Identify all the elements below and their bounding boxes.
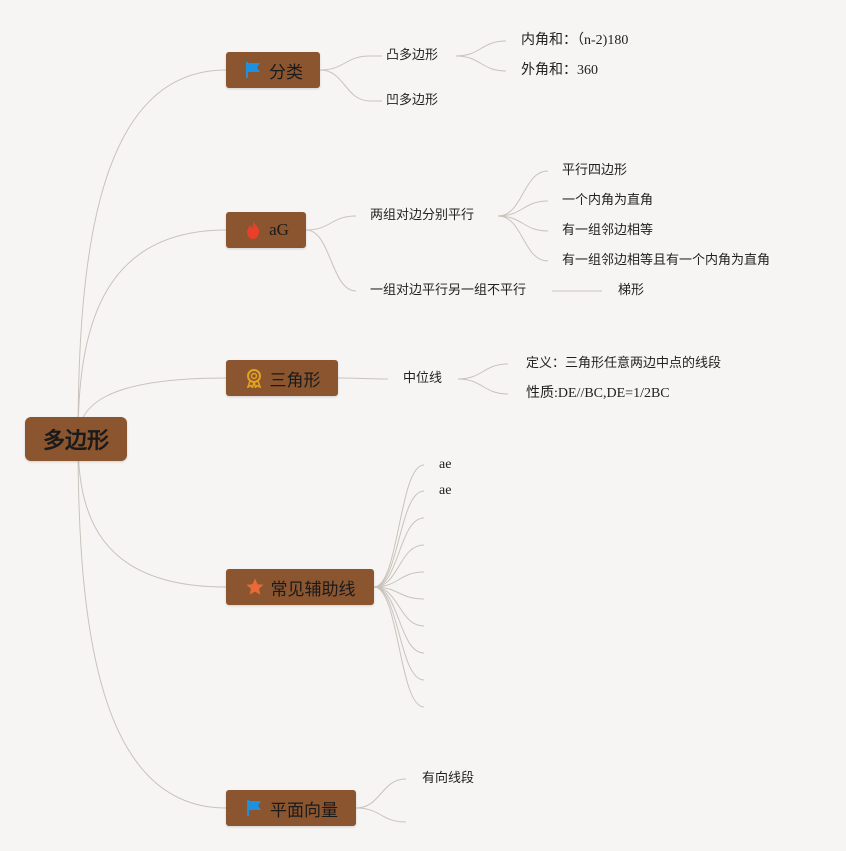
connector-curve — [497, 170, 549, 217]
connector-curve — [373, 586, 425, 627]
connector-curve — [373, 517, 425, 588]
connector-curve — [305, 215, 357, 231]
root-node[interactable]: 多边形 — [25, 417, 127, 461]
connector-curve — [355, 807, 407, 823]
branch-node-ag[interactable]: aG — [226, 212, 306, 248]
connector-curve — [497, 215, 549, 232]
connector-curve — [497, 215, 549, 262]
branch-node-plane-vector[interactable]: 平面向量 — [226, 790, 356, 826]
connector-curve — [373, 586, 425, 681]
connector-curve — [319, 69, 371, 102]
root-label: 多边形 — [42, 429, 109, 454]
node-interior-angle-sum[interactable]: 内角和：（n-2)180 — [521, 33, 629, 48]
node-aux-1[interactable]: ae — [439, 457, 452, 472]
fire-icon — [243, 220, 263, 240]
connector-curve — [373, 571, 425, 588]
connector-curve — [355, 778, 407, 809]
node-convex-polygon[interactable]: 凸多边形 — [386, 48, 439, 63]
connector-curve — [373, 544, 425, 588]
connector-curve — [457, 363, 509, 380]
connector-curve — [457, 378, 509, 395]
node-exterior-angle-sum[interactable]: 外角和：360 — [521, 63, 598, 78]
branch-label: aG — [269, 220, 289, 239]
branch-label: 三角形 — [269, 370, 321, 391]
branch-node-classification[interactable]: 分类 — [226, 52, 320, 88]
star-icon — [245, 577, 265, 597]
root-connector — [77, 439, 227, 809]
branch-node-triangle[interactable]: 三角形 — [226, 360, 338, 396]
node-trapezoid[interactable]: 梯形 — [618, 283, 645, 298]
branch-label: 常见辅助线 — [270, 579, 356, 600]
node-one-pair-parallel[interactable]: 一组对边平行另一组不平行 — [370, 283, 527, 298]
node-square-condition[interactable]: 有一组邻边相等且有一个内角为直角 — [562, 253, 771, 268]
node-one-right-angle[interactable]: 一个内角为直角 — [562, 193, 654, 208]
flag-icon — [243, 60, 263, 80]
connector-curve — [373, 586, 425, 708]
node-midline-property[interactable]: 性质:DE//BC,DE=1/2BC — [526, 386, 670, 401]
flag-icon — [244, 798, 264, 818]
node-aux-2[interactable]: ae — [439, 483, 452, 498]
branch-label: 平面向量 — [270, 800, 338, 821]
connector-curve — [373, 464, 425, 588]
branch-label: 分类 — [269, 62, 303, 83]
connector-curve — [337, 377, 389, 380]
root-connector — [77, 439, 227, 588]
root-connector — [77, 229, 227, 441]
connector-curve — [319, 55, 371, 71]
node-concave-polygon[interactable]: 凹多边形 — [386, 93, 439, 108]
root-connector — [77, 69, 227, 441]
connector-curve — [373, 490, 425, 588]
node-adjacent-sides-equal[interactable]: 有一组邻边相等 — [562, 223, 654, 238]
connector-curve — [305, 229, 357, 292]
award-ribbon-icon — [244, 368, 264, 388]
node-directed-segment[interactable]: 有向线段 — [422, 771, 475, 786]
node-midline[interactable]: 中位线 — [403, 371, 443, 386]
connector-curve — [455, 55, 507, 72]
branch-node-auxiliary-lines[interactable]: 常见辅助线 — [226, 569, 374, 605]
node-parallelogram[interactable]: 平行四边形 — [562, 163, 628, 178]
connector-curve — [455, 40, 507, 57]
node-two-pairs-parallel[interactable]: 两组对边分别平行 — [370, 208, 475, 223]
connector-curve — [497, 200, 549, 217]
connector-curve — [373, 586, 425, 654]
node-midline-definition[interactable]: 定义：三角形任意两边中点的线段 — [526, 356, 722, 371]
